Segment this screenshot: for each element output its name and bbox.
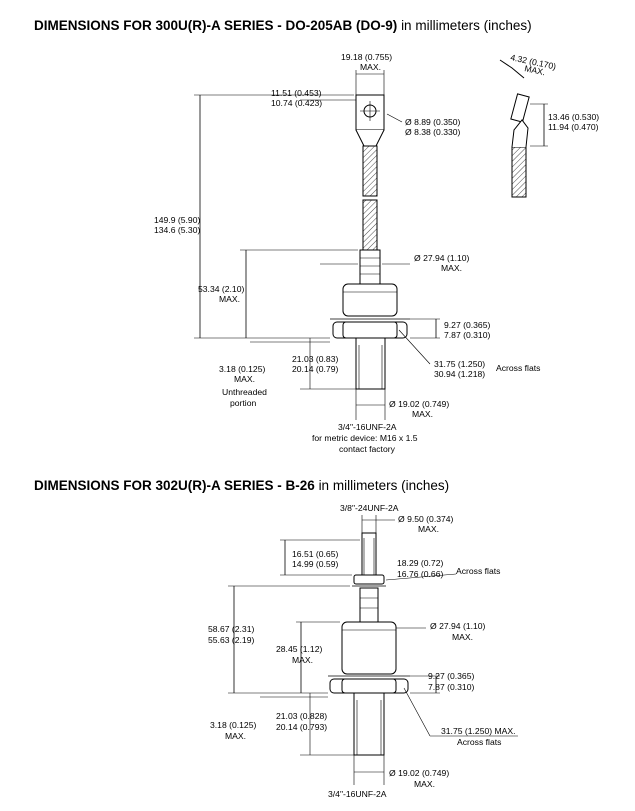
flats-line1: 31.75 (1.250) [434, 359, 485, 369]
hex-h-line1: 9.27 (0.365) [428, 671, 474, 681]
stud-len-line2: 20.14 (0.79) [292, 364, 338, 374]
ferrule [359, 249, 381, 285]
case-body [342, 283, 398, 317]
section2-units: in millimeters (inches) [318, 478, 450, 493]
threaded-stud [355, 337, 386, 390]
flats-label: Across flats [457, 737, 501, 747]
flats-label: Across flats [496, 363, 540, 373]
body-h-line1: 53.34 (2.10) [198, 284, 244, 294]
top-thread: 3/8"-24UNF-2A [340, 503, 399, 513]
side-h-line2: 11.94 (0.470) [548, 122, 599, 132]
length-line2: 134.6 (5.30) [154, 225, 200, 235]
nut-flats-label: Across flats [456, 566, 500, 576]
stud-len-line1: 21.03 (0.828) [276, 711, 327, 721]
lug-width-line2: 10.74 (0.423) [271, 98, 322, 108]
stud-len-line2: 20.14 (0.793) [276, 722, 327, 732]
thread-line1: 3/4"-16UNF-2A [338, 422, 397, 432]
hex-h-line2: 7.87 (0.310) [444, 330, 490, 340]
unthreaded-line4: portion [230, 398, 256, 408]
overall-line1: 58.67 (2.31) [208, 624, 254, 634]
stud-len-line1: 21.03 (0.83) [292, 354, 338, 364]
top-nut [353, 574, 385, 585]
stud-dia-line1: Ø 19.02 (0.749) [389, 768, 449, 778]
unthreaded-line2: MAX. [225, 731, 246, 741]
case-dia-line1: Ø 27.94 (1.10) [414, 253, 470, 263]
thread-line3: contact factory [339, 444, 396, 454]
stud-dia-line2: MAX. [414, 779, 435, 789]
unthreaded-line2: MAX. [234, 374, 255, 384]
cable-lower [362, 199, 378, 251]
hole-line2: Ø 8.38 (0.330) [405, 127, 461, 137]
top-dia-line1: Ø 9.50 (0.374) [398, 514, 454, 524]
case-dia-line2: MAX. [441, 263, 462, 273]
body-h-line2: MAX. [292, 655, 313, 665]
unthreaded-line1: 3.18 (0.125) [219, 364, 265, 374]
body-h-line2: MAX. [219, 294, 240, 304]
cable-upper [362, 145, 378, 197]
section1-labels: 19.18 (0.755) MAX. 11.51 (0.453) 10.74 (… [154, 52, 599, 454]
do205ab-drawing [194, 59, 548, 420]
hole-line1: Ø 8.89 (0.350) [405, 117, 461, 127]
unthreaded-line1: 3.18 (0.125) [210, 720, 256, 730]
section1-title: DIMENSIONS FOR 300U(R)-A SERIES - DO-205… [34, 18, 398, 33]
section2-title: DIMENSIONS FOR 302U(R)-A SERIES - B-26 [34, 478, 315, 493]
section2-heading: DIMENSIONS FOR 302U(R)-A SERIES - B-26 i… [34, 478, 449, 493]
top-stud-line2: 14.99 (0.59) [292, 559, 338, 569]
top-dia-line2: MAX. [418, 524, 439, 534]
side-h-line1: 13.46 (0.530) [548, 112, 599, 122]
case-dia-line1: Ø 27.94 (1.10) [430, 621, 486, 631]
neck [359, 587, 379, 623]
thread-line2: for metric device: M16 x 1.5 [312, 433, 418, 443]
thread-line1: 3/4"-16UNF-2A [328, 789, 387, 799]
stud-dia-line2: MAX. [412, 409, 433, 419]
overall-line2: 55.63 (2.19) [208, 635, 254, 645]
side-width-line2: MAX. [524, 63, 547, 77]
case-body [341, 621, 397, 675]
b26-drawing [228, 515, 518, 785]
top-width-line1: 19.18 (0.755) [341, 52, 392, 62]
stud-dia-line1: Ø 19.02 (0.749) [389, 399, 449, 409]
case-dia-line2: MAX. [452, 632, 473, 642]
hex-h-line2: 7.87 (0.310) [428, 682, 474, 692]
section2-labels: 3/8"-24UNF-2A Ø 9.50 (0.374) MAX. 16.51 … [208, 503, 516, 799]
section1-heading: DIMENSIONS FOR 300U(R)-A SERIES - DO-205… [34, 18, 532, 33]
nut-flats-line2: 16.76 (0.66) [397, 569, 443, 579]
hex-h-line1: 9.27 (0.365) [444, 320, 490, 330]
side-view-cable [511, 146, 527, 198]
nut-flats-line1: 18.29 (0.72) [397, 558, 443, 568]
threaded-stud [353, 692, 385, 756]
section1-units: in millimeters (inches) [401, 18, 532, 33]
unthreaded-line3: Unthreaded [222, 387, 267, 397]
body-h-line1: 28.45 (1.12) [276, 644, 322, 654]
top-stud-line1: 16.51 (0.65) [292, 549, 338, 559]
top-width-line2: MAX. [360, 62, 381, 72]
flats-line1: 31.75 (1.250) MAX. [441, 726, 516, 736]
lug-width-line1: 11.51 (0.453) [271, 88, 322, 98]
length-line1: 149.9 (5.90) [154, 215, 200, 225]
flats-line2: 30.94 (1.218) [434, 369, 485, 379]
